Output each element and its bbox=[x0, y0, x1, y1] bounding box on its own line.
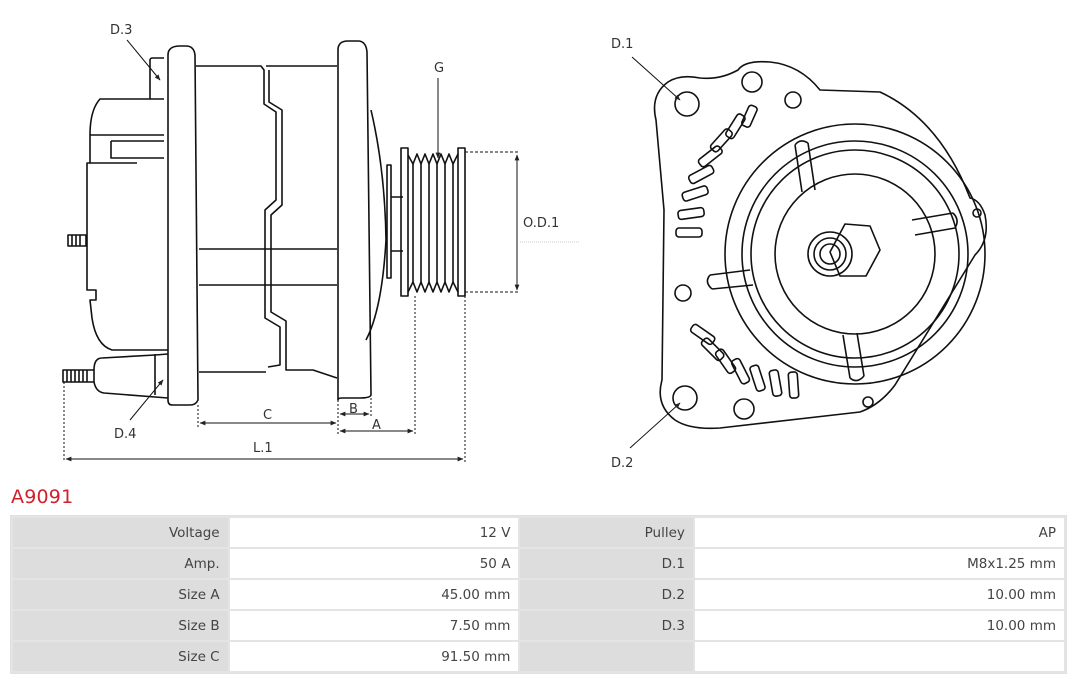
spec-value: M8x1.25 mm bbox=[694, 549, 1064, 578]
vent-slots bbox=[675, 104, 800, 399]
label-od1: O.D.1 bbox=[523, 216, 559, 231]
label-a: A bbox=[372, 418, 381, 433]
label-b: B bbox=[349, 402, 358, 417]
part-number-title: A9091 bbox=[11, 486, 74, 508]
spec-label: D.1 bbox=[520, 549, 693, 578]
table-row: Size C 91.50 mm bbox=[13, 642, 1064, 671]
table-row: Amp. 50 A D.1 M8x1.25 mm bbox=[13, 549, 1064, 578]
spec-label: Pulley bbox=[520, 518, 693, 547]
spec-value: 45.00 mm bbox=[229, 580, 519, 609]
spec-label: D.2 bbox=[520, 580, 693, 609]
spec-value: 50 A bbox=[229, 549, 519, 578]
specifications-table: Voltage 12 V Pulley AP Amp. 50 A D.1 M8x… bbox=[10, 515, 1067, 674]
spec-label: Size C bbox=[13, 642, 228, 671]
spec-value: 10.00 mm bbox=[694, 580, 1064, 609]
spec-label: Size A bbox=[13, 580, 228, 609]
table-row: Size A 45.00 mm D.2 10.00 mm bbox=[13, 580, 1064, 609]
table-row: Voltage 12 V Pulley AP bbox=[13, 518, 1064, 547]
dimension-lines bbox=[63, 39, 580, 462]
spec-label: D.3 bbox=[520, 611, 693, 640]
label-d2: D.2 bbox=[611, 456, 633, 471]
front-view bbox=[653, 60, 988, 430]
spec-label: Amp. bbox=[13, 549, 228, 578]
label-d1: D.1 bbox=[611, 37, 633, 52]
label-c: C bbox=[263, 408, 272, 423]
spec-value: 7.50 mm bbox=[229, 611, 519, 640]
label-d3: D.3 bbox=[110, 23, 132, 38]
spec-value: 10.00 mm bbox=[694, 611, 1064, 640]
spec-value bbox=[694, 642, 1064, 671]
label-d4: D.4 bbox=[114, 427, 136, 442]
label-l1: L.1 bbox=[253, 441, 273, 456]
alternator-technical-drawing: D.3 G O.D.1 C B A D.4 L.1 D.1 D.2 bbox=[62, 23, 988, 471]
spec-label: Size B bbox=[13, 611, 228, 640]
spec-label: Voltage bbox=[13, 518, 228, 547]
spec-value: 91.50 mm bbox=[229, 642, 519, 671]
spec-value: 12 V bbox=[229, 518, 519, 547]
table-row: Size B 7.50 mm D.3 10.00 mm bbox=[13, 611, 1064, 640]
label-g: G bbox=[434, 61, 444, 76]
spec-value: AP bbox=[694, 518, 1064, 547]
spec-label bbox=[520, 642, 693, 671]
side-view bbox=[62, 40, 466, 406]
